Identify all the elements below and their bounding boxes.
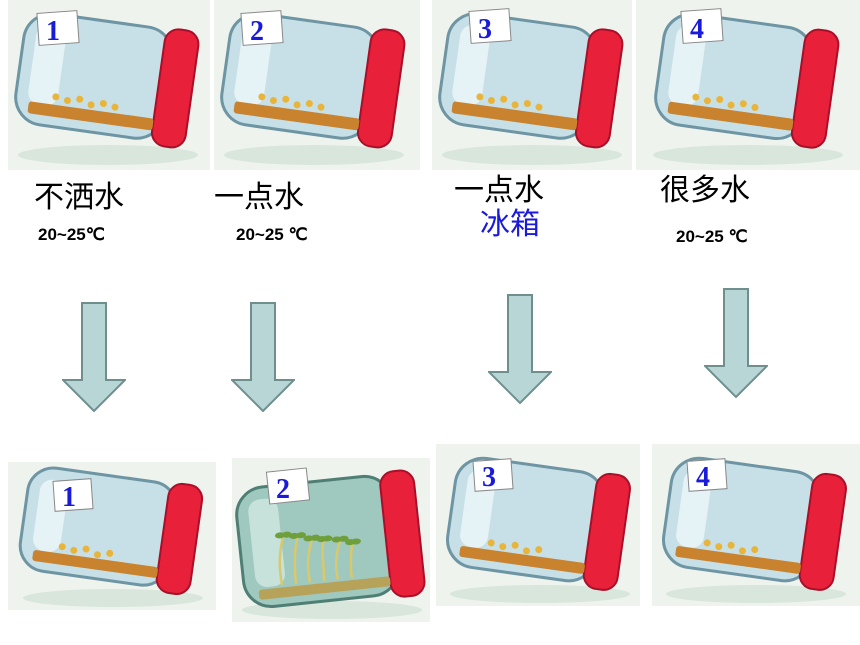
jar-number: 3 — [482, 462, 496, 493]
condition-water-3: 一点水 — [454, 173, 544, 208]
condition-place-3: 冰箱 — [480, 207, 540, 242]
top-jar-panel-2: 2 — [214, 0, 420, 170]
jar-icon: 4 — [662, 456, 847, 603]
jar-icon: 1 — [14, 10, 200, 165]
jar-icon: 2 — [220, 10, 406, 165]
down-arrow-icon — [62, 302, 126, 412]
bottom-jar-panel-2: 2 — [232, 458, 430, 622]
bottom-jar-panel-4: 4 — [652, 444, 860, 606]
jar-icon: 3 — [446, 456, 631, 603]
jar-number: 2 — [250, 16, 264, 47]
top-jar-panel-3: 3 — [432, 0, 632, 170]
bottom-jar-panel-3: 3 — [436, 444, 640, 606]
condition-water-4: 很多水 — [660, 173, 750, 208]
jar-number: 2 — [276, 474, 290, 505]
top-jar-panel-4: 4 — [636, 0, 860, 170]
jar-icon: 3 — [438, 8, 624, 165]
jar-number: 4 — [690, 14, 704, 45]
jar-number: 4 — [696, 462, 710, 493]
down-arrow-icon — [231, 302, 295, 412]
jar-number: 1 — [62, 482, 76, 513]
bottom-jar-panel-1: 1 — [8, 462, 216, 610]
condition-temperature-4: 20~25 ℃ — [676, 227, 748, 246]
jar-number: 1 — [46, 16, 60, 47]
sprout-icon — [278, 536, 354, 586]
down-arrow-icon — [488, 294, 552, 404]
condition-temperature-2: 20~25 ℃ — [236, 225, 308, 244]
condition-water-2: 一点水 — [214, 180, 304, 215]
jar-number: 3 — [478, 14, 492, 45]
condition-water-1: 不洒水 — [34, 180, 124, 215]
top-jar-panel-1: 1 — [8, 0, 210, 170]
jar-icon: 1 — [18, 466, 204, 607]
down-arrow-icon — [704, 288, 768, 398]
jar-icon: 2 — [235, 467, 426, 619]
jar-icon: 4 — [653, 8, 843, 165]
condition-temperature-1: 20~25℃ — [38, 225, 105, 244]
